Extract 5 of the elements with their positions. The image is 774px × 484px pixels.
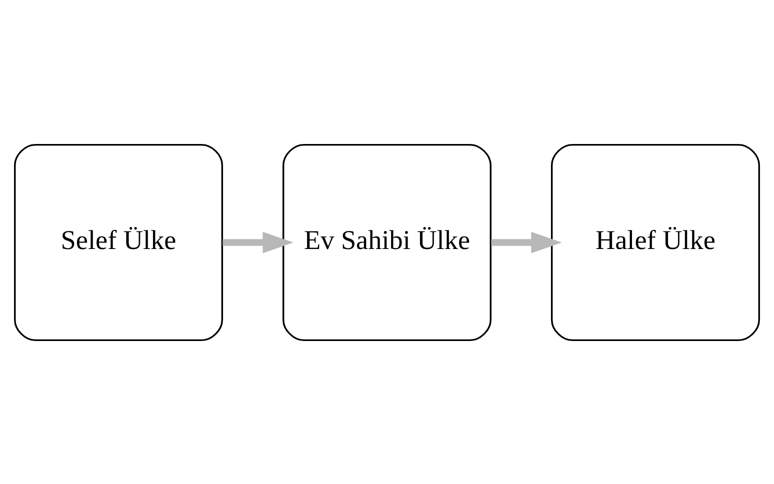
- node-box: Halef Ülke: [550, 143, 760, 341]
- node-box: Ev Sahibi Ülke: [282, 143, 492, 341]
- arrow: [222, 231, 294, 253]
- arrow: [491, 231, 562, 253]
- node-box: Selef Ülke: [14, 143, 224, 341]
